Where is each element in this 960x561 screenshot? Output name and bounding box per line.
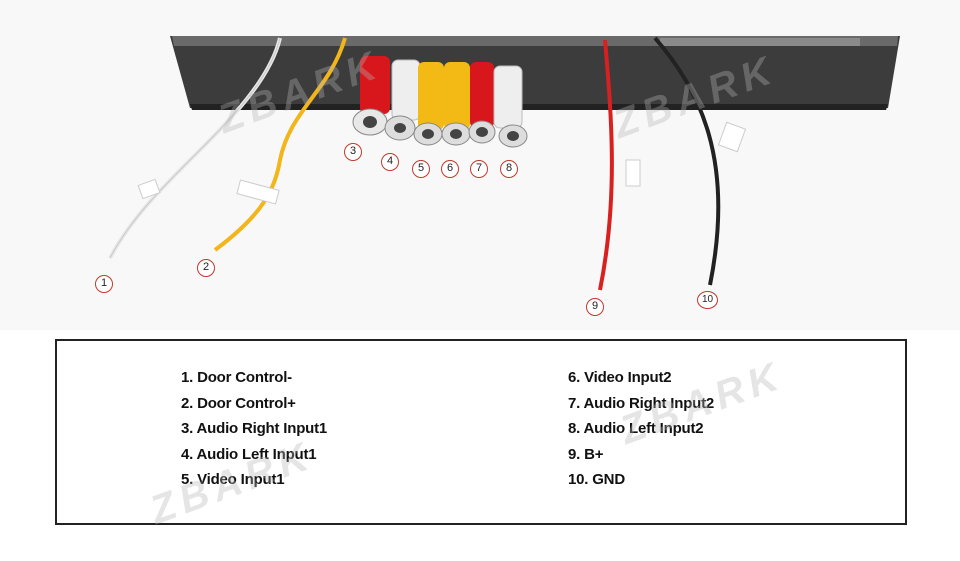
black-wire	[653, 36, 721, 286]
callout-8: 8	[500, 160, 518, 178]
rca-red-2	[468, 62, 496, 144]
legend-item: 6. Video Input2	[568, 369, 672, 386]
legend-box: 1. Door Control- 2. Door Control+ 3. Aud…	[55, 339, 907, 533]
legend-item: 8. Audio Left Input2	[568, 420, 704, 437]
legend-item: 9. B+	[568, 445, 604, 463]
rca-yellow-1	[413, 62, 444, 146]
callout-9: 9	[586, 298, 604, 316]
legend-item: 5. Video Input1	[181, 471, 285, 488]
callout-5: 5	[412, 160, 430, 178]
callout-1: 1	[95, 275, 113, 293]
rca-yellow-2	[441, 62, 471, 146]
legend-item: 2. Door Control+	[181, 394, 296, 412]
callout-7: 7	[470, 160, 488, 178]
callout-4: 4	[381, 153, 399, 171]
yellow-wire	[213, 37, 347, 252]
legend-right-column: 6. Video Input2 7. Audio Right Input2 8.…	[568, 369, 714, 497]
callout-2: 2	[197, 259, 215, 277]
device-housing	[170, 36, 900, 108]
legend-item: 10. GND	[568, 471, 625, 488]
callout-3: 3	[344, 143, 362, 161]
legend-item: 7. Audio Right Input2	[568, 394, 715, 412]
rca-white-1	[384, 59, 421, 141]
legend-item: 1. Door Control-	[181, 369, 292, 386]
callout-10: 10	[697, 291, 718, 309]
legend-item: 3. Audio Right Input1	[181, 420, 328, 437]
legend-item: 4. Audio Left Input1	[181, 445, 317, 463]
callout-6: 6	[441, 160, 459, 178]
red-wire	[598, 39, 614, 291]
product-photo	[108, 36, 900, 291]
rca-white-2	[493, 65, 528, 148]
rca-red-1	[352, 56, 390, 136]
legend-left-column: 1. Door Control- 2. Door Control+ 3. Aud…	[181, 369, 327, 497]
